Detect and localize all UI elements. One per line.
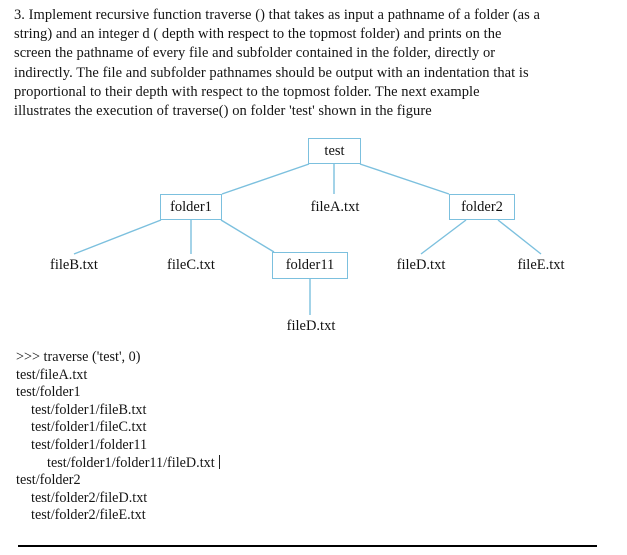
tree-node-folder2: folder2 [449, 194, 515, 220]
tree-node-label: fileD.txt [396, 256, 446, 273]
tree-edge [359, 163, 450, 195]
console-line-text: test/folder1/fileB.txt [31, 401, 147, 418]
problem-statement: 3. Implement recursive function traverse… [14, 6, 614, 121]
text-cursor [218, 454, 220, 469]
tree-node-fileD_deep: fileD.txt [276, 315, 346, 337]
problem-statement-line: proportional to their depth with respect… [14, 83, 480, 100]
console-line: >>> traverse ('test', 0) [0, 349, 627, 367]
tree-node-label: test [324, 142, 345, 159]
console-line-text: test/folder1/fileC.txt [31, 419, 147, 436]
console-line-active: test/folder1/folder11/fileD.txt [0, 454, 627, 473]
tree-node-test: test [308, 138, 361, 164]
console-line-text: test/folder2/fileD.txt [31, 489, 148, 506]
console-line: test/folder2 [0, 472, 627, 490]
console-line: test/folder2/fileE.txt [0, 507, 627, 525]
tree-node-label: fileD.txt [286, 317, 336, 334]
tree-node-label: fileC.txt [167, 256, 215, 273]
tree-node-label: folder1 [170, 198, 212, 215]
tree-node-label: fileA.txt [310, 198, 360, 215]
console-line-text: test/folder2 [16, 472, 81, 489]
console-line-text: >>> traverse ('test', 0) [16, 349, 141, 365]
tree-node-fileC: fileC.txt [155, 254, 227, 276]
tree-node-folder11: folder11 [272, 252, 348, 279]
console-line-text: test/folder1/folder11 [31, 436, 148, 453]
tree-node-label: fileE.txt [517, 256, 565, 273]
tree-edge [73, 219, 162, 255]
tree-node-fileB: fileB.txt [36, 254, 112, 276]
tree-node-label: folder2 [461, 198, 503, 215]
problem-statement-line: illustrates the execution of traverse() … [14, 103, 432, 120]
tree-node-folder1: folder1 [160, 194, 222, 220]
console-line-text: test/folder2/fileE.txt [31, 507, 146, 524]
tree-edge [221, 163, 310, 195]
tree-node-label: folder11 [285, 257, 335, 274]
tree-node-fileD_top: fileD.txt [386, 254, 456, 276]
tree-edge [497, 219, 542, 255]
console-line: test/fileA.txt [0, 367, 627, 385]
console-line: test/folder1/folder11 [0, 437, 627, 455]
console-line: test/folder1 [0, 384, 627, 402]
tree-edge [420, 219, 467, 255]
problem-statement-line: indirectly. The file and subfolder pathn… [14, 64, 529, 81]
console-line-text: test/fileA.txt [16, 366, 88, 383]
console-line-text: test/folder1 [16, 384, 81, 401]
console-line: test/folder1/fileC.txt [0, 419, 627, 437]
tree-edges-svg [73, 163, 542, 315]
folder-tree-figure: test folder1 fileA.txt folder2 fileB.txt file… [0, 130, 627, 345]
problem-statement-line: screen the pathname of every file and su… [14, 45, 496, 62]
tree-node-label: fileB.txt [50, 256, 98, 273]
footer-divider [18, 545, 597, 547]
tree-edge [220, 219, 275, 253]
problem-statement-line: 3. Implement recursive function traverse… [14, 7, 540, 23]
console-line: test/folder1/fileB.txt [0, 402, 627, 420]
console-line: test/folder2/fileD.txt [0, 490, 627, 508]
tree-node-fileA: fileA.txt [300, 196, 370, 218]
problem-statement-line: string) and an integer d ( depth with re… [14, 26, 502, 43]
tree-node-fileE: fileE.txt [506, 254, 576, 276]
console-line-text: test/folder1/folder11/fileD.txt [47, 454, 215, 471]
